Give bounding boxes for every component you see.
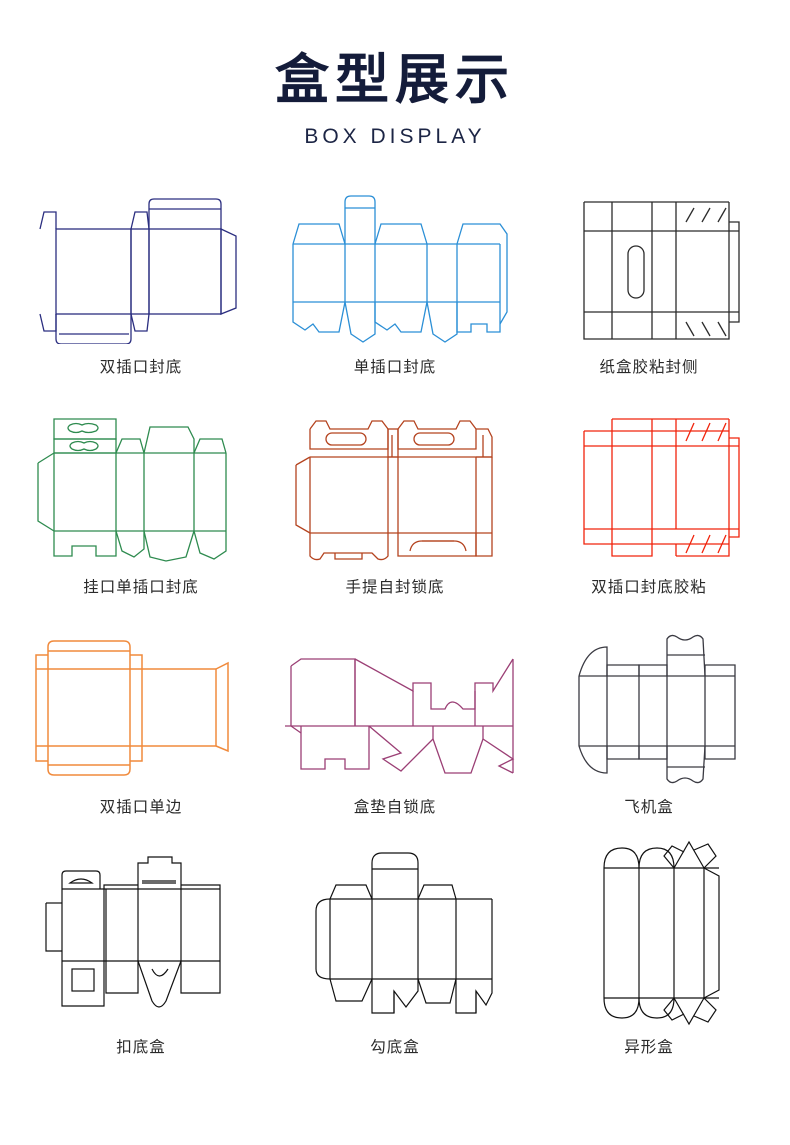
box-diagram-8 xyxy=(270,619,520,789)
box-label-3: 纸盒胶粘封侧 xyxy=(599,358,699,376)
box-svg-9 xyxy=(578,634,736,784)
box-card-3[interactable]: 纸盒胶粘封侧 xyxy=(522,179,776,399)
page-title: 盒型展示 xyxy=(275,50,515,110)
box-svg-10 xyxy=(45,856,221,1008)
box-label-1: 双插口封底 xyxy=(99,358,183,376)
box-diagram-10 xyxy=(16,839,266,1029)
box-card-9[interactable]: 飞机盒 xyxy=(522,619,776,839)
box-card-7[interactable]: 双插口单边 xyxy=(14,619,268,839)
box-label-2: 单插口封底 xyxy=(353,358,437,376)
box-label-5: 手提自封锁底 xyxy=(345,578,445,596)
box-label-8: 盒垫自锁底 xyxy=(353,798,437,816)
box-card-6[interactable]: 双插口封底胶粘 xyxy=(522,399,776,619)
box-card-8[interactable]: 盒垫自锁底 xyxy=(268,619,522,839)
box-svg-4 xyxy=(37,418,227,562)
page-subtitle: BOX DISPLAY xyxy=(304,124,486,148)
box-card-10[interactable]: 扣底盒 xyxy=(14,839,268,1079)
box-svg-8 xyxy=(284,658,514,774)
box-svg-11 xyxy=(314,852,493,1014)
page-header: 盒型展示 BOX DISPLAY xyxy=(0,0,790,149)
box-card-12[interactable]: 异形盒 xyxy=(522,839,776,1079)
box-svg-7 xyxy=(35,640,229,776)
box-diagram-12 xyxy=(524,839,774,1029)
box-type-grid: 双插口封底 xyxy=(0,179,790,1079)
box-svg-6 xyxy=(583,418,740,557)
box-diagram-4 xyxy=(16,399,266,569)
box-diagram-7 xyxy=(16,619,266,789)
box-svg-3 xyxy=(583,201,740,340)
box-svg-2 xyxy=(292,195,508,343)
box-card-4[interactable]: 挂口单插口封底 xyxy=(14,399,268,619)
box-diagram-2 xyxy=(270,179,520,349)
box-svg-12 xyxy=(603,840,720,1026)
box-diagram-5 xyxy=(270,399,520,569)
box-diagram-1 xyxy=(16,179,266,349)
box-label-7: 双插口单边 xyxy=(99,798,183,816)
box-diagram-3 xyxy=(524,179,774,349)
box-card-2[interactable]: 单插口封底 xyxy=(268,179,522,399)
box-svg-5 xyxy=(295,420,493,561)
box-svg-1 xyxy=(39,198,237,344)
box-label-12: 异形盒 xyxy=(624,1038,674,1056)
box-label-4: 挂口单插口封底 xyxy=(83,578,199,596)
box-label-10: 扣底盒 xyxy=(116,1038,166,1056)
box-card-1[interactable]: 双插口封底 xyxy=(14,179,268,399)
box-diagram-9 xyxy=(524,619,774,789)
box-diagram-6 xyxy=(524,399,774,569)
box-label-6: 双插口封底胶粘 xyxy=(591,578,707,596)
box-label-9: 飞机盒 xyxy=(624,798,674,816)
box-label-11: 勾底盒 xyxy=(370,1038,420,1056)
box-card-11[interactable]: 勾底盒 xyxy=(268,839,522,1079)
box-card-5[interactable]: 手提自封锁底 xyxy=(268,399,522,619)
box-diagram-11 xyxy=(270,839,520,1029)
